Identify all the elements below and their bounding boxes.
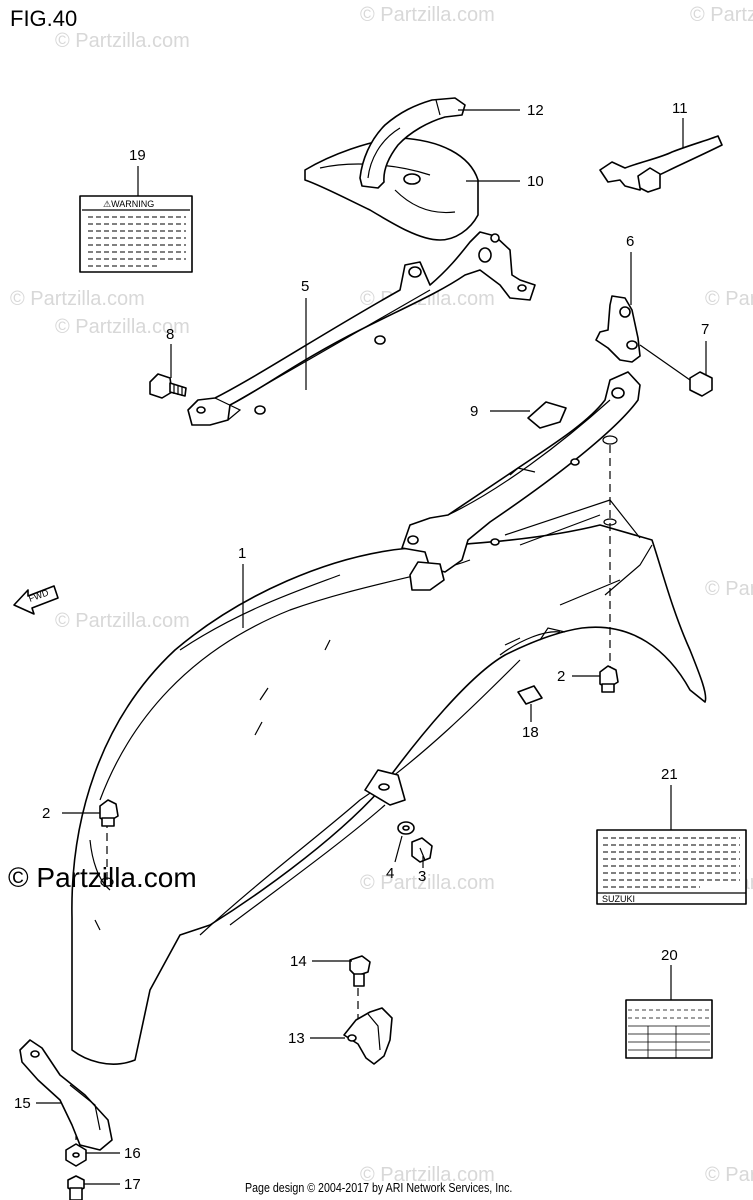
frame-rail-part[interactable] bbox=[187, 231, 536, 426]
watermark: © Partzilla.com bbox=[360, 4, 495, 26]
callout-8: 8 bbox=[166, 326, 174, 343]
warning-label-header: ⚠WARNING bbox=[103, 199, 154, 209]
bolt-2-lower-part[interactable] bbox=[599, 665, 619, 693]
info-label-part[interactable]: SUZUKI bbox=[596, 829, 747, 905]
callout-9: 9 bbox=[470, 403, 478, 420]
watermark: © Partzilla.com bbox=[360, 1164, 495, 1186]
clip-13-part[interactable] bbox=[343, 1007, 393, 1065]
bolt-7-part[interactable] bbox=[639, 344, 713, 397]
callout-2: 2 bbox=[42, 805, 50, 822]
callout-5: 5 bbox=[301, 278, 309, 295]
bolt-3-part[interactable] bbox=[411, 837, 433, 863]
watermark: © Partzilla.com bbox=[705, 288, 753, 310]
callout-14: 14 bbox=[290, 953, 307, 970]
callout-12: 12 bbox=[527, 102, 544, 119]
callout-13: 13 bbox=[288, 1030, 305, 1047]
watermark: © Partzilla.com bbox=[705, 578, 753, 600]
small-label-part[interactable] bbox=[625, 999, 713, 1059]
callout-7: 7 bbox=[701, 321, 709, 338]
callout-2: 2 bbox=[557, 668, 565, 685]
stay-15-part[interactable] bbox=[19, 1039, 113, 1151]
bolt-17-part[interactable] bbox=[67, 1175, 85, 1200]
callout-19: 19 bbox=[129, 147, 146, 164]
partzilla-watermark: © Partzilla.com bbox=[8, 862, 197, 893]
warning-label-part[interactable]: ⚠WARNING bbox=[79, 195, 193, 273]
callout-17: 17 bbox=[124, 1176, 141, 1193]
forward-direction-arrow: FWD bbox=[13, 585, 59, 615]
callout-4: 4 bbox=[386, 865, 394, 882]
callout-labels: 1 2 2 3 4 5 6 7 8 9 10 11 12 13 14 15 16… bbox=[14, 100, 709, 1193]
callout-1: 1 bbox=[238, 545, 246, 562]
upper-bracket-part[interactable] bbox=[595, 295, 641, 363]
watermark: © Partzilla.com bbox=[55, 30, 190, 52]
watermark: © Partzilla.com bbox=[55, 610, 190, 632]
tool-wrench-part[interactable] bbox=[599, 135, 723, 193]
watermark: © Partzilla.com bbox=[690, 4, 753, 26]
callout-18: 18 bbox=[522, 724, 539, 741]
nut-16-part[interactable] bbox=[65, 1143, 87, 1167]
helmet-strap-part[interactable] bbox=[359, 97, 466, 189]
washer-4-part[interactable] bbox=[397, 821, 415, 835]
callout-10: 10 bbox=[527, 173, 544, 190]
watermark: © Partzilla.com bbox=[360, 872, 495, 894]
brand-label-text: SUZUKI bbox=[602, 894, 635, 904]
callout-16: 16 bbox=[124, 1145, 141, 1162]
bolt-2-upper-part[interactable] bbox=[99, 799, 119, 827]
callout-6: 6 bbox=[626, 233, 634, 250]
watermark: © Partzilla.com bbox=[10, 288, 145, 310]
watermark: © Partzilla.com bbox=[705, 1164, 753, 1186]
bolt-8-part[interactable] bbox=[149, 373, 187, 399]
callout-11: 11 bbox=[672, 100, 688, 117]
callout-3: 3 bbox=[418, 868, 426, 885]
page-footer: Page design © 2004-2017 by ARI Network S… bbox=[245, 1180, 513, 1195]
rear-fender-part[interactable] bbox=[71, 524, 707, 1065]
bolt-14-part[interactable] bbox=[349, 955, 371, 987]
rear-bracket-part[interactable] bbox=[401, 371, 641, 591]
tiny-label-part[interactable] bbox=[517, 685, 543, 705]
callout-20: 20 bbox=[661, 947, 678, 964]
watermark: © Partzilla.com bbox=[55, 316, 190, 338]
leader-lines bbox=[36, 109, 707, 1185]
figure-title: FIG.40 bbox=[10, 6, 78, 31]
callout-15: 15 bbox=[14, 1095, 31, 1112]
callout-21: 21 bbox=[661, 766, 678, 783]
